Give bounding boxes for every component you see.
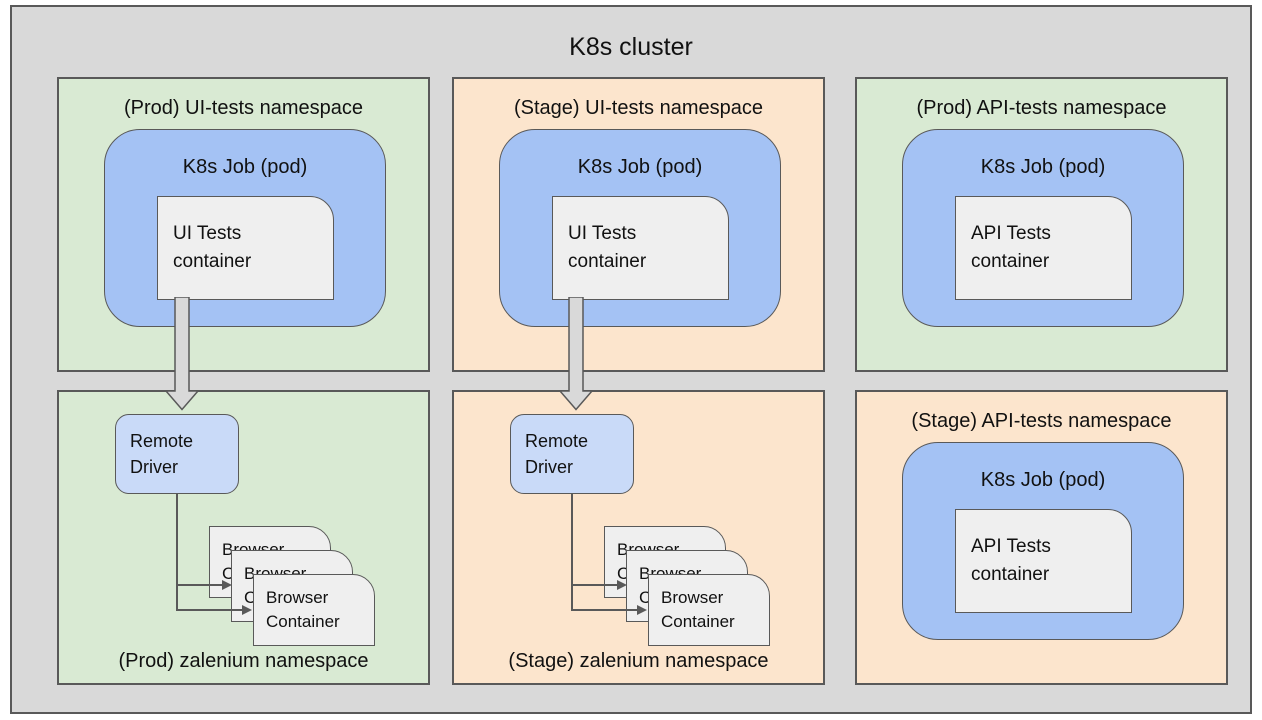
namespace-panel-stage-api-tests: (Stage) API-tests namespace K8s Job (pod… [855,390,1228,685]
container-label: API Tests container [971,536,1051,585]
connector-line-branch-2 [572,609,637,611]
namespace-panel-stage-ui-tests: (Stage) UI-tests namespace K8s Job (pod)… [452,77,825,372]
namespace-panel-stage-zalenium: Remote Driver Browser Container Browser … [452,390,825,685]
connector-line-branch-2 [177,609,242,611]
namespace-panel-prod-ui-tests: (Prod) UI-tests namespace K8s Job (pod) … [57,77,430,372]
prod-job-to-driver-arrow [164,297,200,411]
browser-container-label: Browser Container [661,588,735,631]
container-label: API Tests container [971,223,1051,272]
remote-driver-label: Remote Driver [130,431,194,477]
k8s-job-label: K8s Job (pod) [182,156,308,178]
stage-job-to-driver-arrow [558,297,594,411]
container-label: UI Tests container [173,223,252,272]
connector-arrowhead-1 [222,580,232,590]
remote-driver-box: Remote Driver [510,414,634,494]
k8s-job-label: K8s Job (pod) [980,156,1106,178]
namespace-title: (Prod) UI-tests namespace [124,97,363,119]
k8s-job-pod-box: K8s Job (pod) UI Tests container [499,129,781,327]
connector-arrowhead-2 [242,605,252,615]
namespace-title: (Prod) zalenium namespace [118,650,369,672]
k8s-job-pod-box: K8s Job (pod) API Tests container [902,442,1184,640]
k8s-job-label: K8s Job (pod) [577,156,703,178]
connector-line-vertical [571,494,573,611]
remote-driver-box: Remote Driver [115,414,239,494]
connector-line-branch-1 [572,584,617,586]
k8s-job-pod-box: K8s Job (pod) API Tests container [902,129,1184,327]
namespace-panel-prod-zalenium: Remote Driver Browser Container Browser … [57,390,430,685]
k8s-job-label: K8s Job (pod) [980,469,1106,491]
container-label: UI Tests container [568,223,647,272]
connector-arrowhead-1 [617,580,627,590]
ui-tests-container-box: UI Tests container [157,196,334,300]
ui-tests-container-box: UI Tests container [552,196,729,300]
api-tests-container-box: API Tests container [955,196,1132,300]
k8s-job-pod-box: K8s Job (pod) UI Tests container [104,129,386,327]
namespace-title: (Stage) zalenium namespace [508,650,769,672]
browser-container-label: Browser Container [266,588,340,631]
namespace-title: (Stage) API-tests namespace [911,410,1172,432]
namespace-title: (Stage) UI-tests namespace [514,97,763,119]
cluster-title: K8s cluster [569,33,693,61]
namespace-panel-prod-api-tests: (Prod) API-tests namespace K8s Job (pod)… [855,77,1228,372]
connector-line-branch-1 [177,584,222,586]
browser-container-box-front: Browser Container [648,574,770,646]
remote-driver-label: Remote Driver [525,431,589,477]
namespace-title: (Prod) API-tests namespace [916,97,1167,119]
api-tests-container-box: API Tests container [955,509,1132,613]
connector-arrowhead-2 [637,605,647,615]
browser-container-box-front: Browser Container [253,574,375,646]
connector-line-vertical [176,494,178,611]
